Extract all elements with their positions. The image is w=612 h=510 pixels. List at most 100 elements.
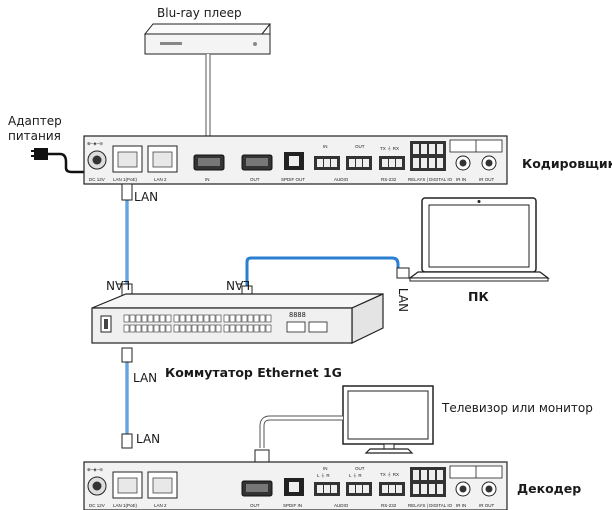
encoder-relays-label: RELAYS | DIGITAL IO — [408, 177, 453, 182]
power-adapter — [31, 148, 94, 174]
encoder-device: ⊕–◈–⊖ DC 12V LAN 1(PoE) LAN 2 IN OUT SPD… — [83, 135, 508, 185]
switch-port — [191, 324, 198, 333]
switch-port — [253, 314, 260, 323]
decoder-relays-label: RELAYS | DIGITAL IO — [408, 503, 453, 508]
encoder-dc-label: DC 12V — [89, 177, 105, 182]
lan-label-switch-right: LAN — [226, 278, 251, 292]
power-adapter-label-1: Адаптер — [8, 114, 62, 128]
switch-port — [141, 324, 148, 333]
switch-port — [129, 314, 136, 323]
switch-port — [265, 324, 272, 333]
encoder-lan1-label: LAN 1(PoE) — [113, 177, 138, 182]
switch-port — [247, 314, 254, 323]
switch-port — [153, 314, 160, 323]
encoder-spdif-label: SPDIF OUT — [281, 177, 305, 182]
switch-port — [123, 324, 130, 333]
switch-port — [165, 314, 172, 323]
decoder-audio-out-lr: L ⏚ R — [349, 472, 362, 478]
lan-cable-switch-decoder — [121, 347, 133, 449]
encoder-audio-label: AUDIO — [334, 177, 349, 182]
decoder-audio-in-lr: L ⏚ R — [317, 472, 330, 478]
decoder-dc-label: DC 12V — [89, 503, 105, 508]
decoder-rs232-label: RS-232 — [381, 503, 397, 508]
lan-cable-encoder-switch — [121, 183, 133, 297]
switch-port — [197, 324, 204, 333]
decoder-audio-label: AUDIO — [334, 503, 349, 508]
switch-port — [223, 324, 230, 333]
decoder-device: ⊕–◈–⊖ DC 12V LAN 1(PoE) LAN 2 OUT SPDIF … — [83, 461, 508, 510]
switch-port — [197, 314, 204, 323]
switch-port — [173, 324, 180, 333]
encoder-audio-in-header: IN — [323, 144, 328, 149]
switch-port — [241, 314, 248, 323]
switch-port — [147, 324, 154, 333]
bluray-label: Blu-ray плеер — [157, 6, 242, 20]
switch-port — [159, 314, 166, 323]
switch-port — [223, 314, 230, 323]
pc-laptop — [408, 197, 550, 282]
switch-port — [215, 324, 222, 333]
switch-port — [229, 324, 236, 333]
tv-monitor — [342, 385, 434, 454]
decoder-lan2-label: LAN 2 — [154, 503, 167, 508]
lan-label-switch-bottom: LAN — [133, 371, 158, 385]
decoder-spdif-label: SPDIF IN — [283, 503, 302, 508]
decoder-audio-in-header: IN — [323, 466, 328, 471]
switch-port — [215, 314, 222, 323]
decoder-rs232-header: TX ⏚ RX — [380, 471, 399, 477]
encoder-label: Кодировщик — [522, 156, 612, 171]
switch-label: Коммутатор Ethernet 1G — [165, 365, 342, 380]
switch-port — [123, 314, 130, 323]
switch-port — [203, 314, 210, 323]
encoder-ir-out-label: IR OUT — [479, 177, 495, 182]
switch-port — [179, 324, 186, 333]
switch-port — [265, 314, 272, 323]
switch-port — [203, 324, 210, 333]
switch-port — [235, 324, 242, 333]
hdmi-cable-tv — [254, 415, 343, 465]
encoder-audio-out-header: OUT — [355, 144, 365, 149]
encoder-rs232-label: RS-232 — [381, 177, 397, 182]
switch-display: 8888 — [289, 311, 306, 319]
switch-port — [247, 324, 254, 333]
switch-port — [235, 314, 242, 323]
switch-port — [159, 324, 166, 333]
switch-port — [185, 314, 192, 323]
decoder-audio-out-header: OUT — [355, 466, 365, 471]
switch-port — [173, 314, 180, 323]
bluray-player — [143, 23, 272, 55]
lan-label-switch-left: LAN — [106, 278, 131, 292]
decoder-ir-in-label: IR IN — [456, 503, 466, 508]
decoder-ir-out-label: IR OUT — [479, 503, 495, 508]
switch-port — [229, 314, 236, 323]
encoder-hdmi-in-label: IN — [205, 177, 210, 182]
switch-port — [259, 324, 266, 333]
encoder-lan2-label: LAN 2 — [154, 177, 167, 182]
encoder-ir-in-label: IR IN — [456, 177, 466, 182]
encoder-hdmi-out-label: OUT — [250, 177, 260, 182]
pc-label: ПК — [468, 289, 489, 304]
switch-port — [135, 314, 142, 323]
switch-port — [153, 324, 160, 333]
switch-port — [147, 314, 154, 323]
switch-port — [141, 314, 148, 323]
switch-port — [259, 314, 266, 323]
ethernet-switch: 8888 — [91, 293, 384, 344]
lan-label-encoder: LAN — [134, 190, 159, 204]
power-adapter-label-2: питания — [8, 129, 61, 143]
lan-label-pc: LAN — [396, 287, 411, 313]
decoder-hdmi-out-label: OUT — [250, 503, 260, 508]
lan-cable-pc-switch — [241, 256, 410, 297]
svg-text:⊕–◈–⊖: ⊕–◈–⊖ — [87, 467, 103, 472]
switch-port — [191, 314, 198, 323]
lan-label-decoder: LAN — [136, 432, 161, 446]
tv-label: Телевизор или монитор — [442, 401, 593, 415]
decoder-label: Декодер — [517, 481, 582, 496]
switch-port — [241, 324, 248, 333]
switch-port — [209, 324, 216, 333]
encoder-rs232-header: TX ⏚ RX — [380, 145, 399, 151]
svg-text:⊕–◈–⊖: ⊕–◈–⊖ — [87, 141, 103, 146]
switch-port — [135, 324, 142, 333]
decoder-lan1-label: LAN 1(PoE) — [113, 503, 138, 508]
switch-port — [129, 324, 136, 333]
